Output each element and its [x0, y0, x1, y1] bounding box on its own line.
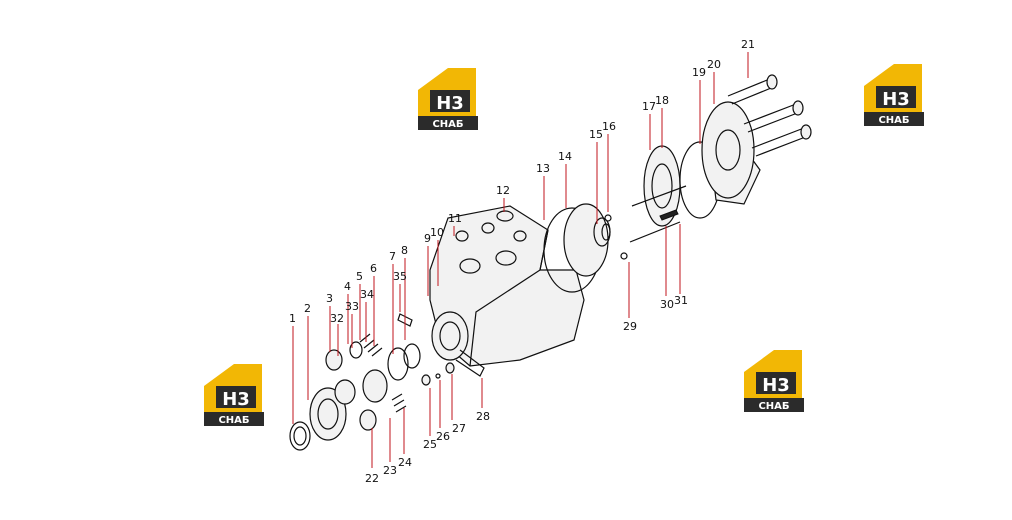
callout-24: 24 [398, 456, 412, 469]
logo-letters: H3 [436, 93, 464, 114]
logo-letters: H3 [882, 89, 910, 110]
callout-10: 10 [430, 226, 444, 239]
callout-33: 33 [345, 300, 359, 313]
callout-14: 14 [558, 150, 572, 163]
callout-11: 11 [448, 212, 462, 225]
callout-26: 26 [436, 430, 450, 443]
logo-top-right: H3 СНАБ [864, 64, 924, 126]
callout-13: 13 [536, 162, 550, 175]
callout-23: 23 [383, 464, 397, 477]
callout-labels: 1 2 3 4 5 6 7 8 9 10 11 12 13 14 15 16 1… [289, 38, 755, 485]
logo-bottom-left: H3 СНАБ [204, 364, 264, 426]
callout-20: 20 [707, 58, 721, 71]
logo-top-left: H3 СНАБ [418, 68, 478, 130]
callout-5: 5 [356, 270, 363, 283]
logo-caption: СНАБ [432, 119, 463, 130]
callout-25: 25 [423, 438, 437, 451]
callout-12: 12 [496, 184, 510, 197]
callout-27: 27 [452, 422, 466, 435]
callout-15: 15 [589, 128, 603, 141]
callout-2: 2 [304, 302, 311, 315]
logo-letters: H3 [762, 375, 790, 396]
callout-34: 34 [360, 288, 374, 301]
callout-31: 31 [674, 294, 688, 307]
logo-bottom-right: H3 СНАБ [744, 350, 804, 412]
callout-7: 7 [389, 250, 396, 263]
callout-18: 18 [655, 94, 669, 107]
callout-8: 8 [401, 244, 408, 257]
callout-35: 35 [393, 270, 407, 283]
leader-lines [292, 52, 749, 468]
callout-30: 30 [660, 298, 674, 311]
callout-17: 17 [642, 100, 656, 113]
callout-29: 29 [623, 320, 637, 333]
logo-caption: СНАБ [218, 415, 249, 426]
callout-9: 9 [424, 232, 431, 245]
callout-22: 22 [365, 472, 379, 485]
callout-3: 3 [326, 292, 333, 305]
logo-letters: H3 [222, 389, 250, 410]
parts-drawing [289, 74, 812, 451]
callout-32: 32 [330, 312, 344, 325]
logo-caption: СНАБ [758, 401, 789, 412]
callout-16: 16 [602, 120, 616, 133]
callout-19: 19 [692, 66, 706, 79]
callout-21: 21 [741, 38, 755, 51]
logo-caption: СНАБ [878, 115, 909, 126]
callout-6: 6 [370, 262, 377, 275]
callout-28: 28 [476, 410, 490, 423]
callout-4: 4 [344, 280, 351, 293]
callout-1: 1 [289, 312, 296, 325]
